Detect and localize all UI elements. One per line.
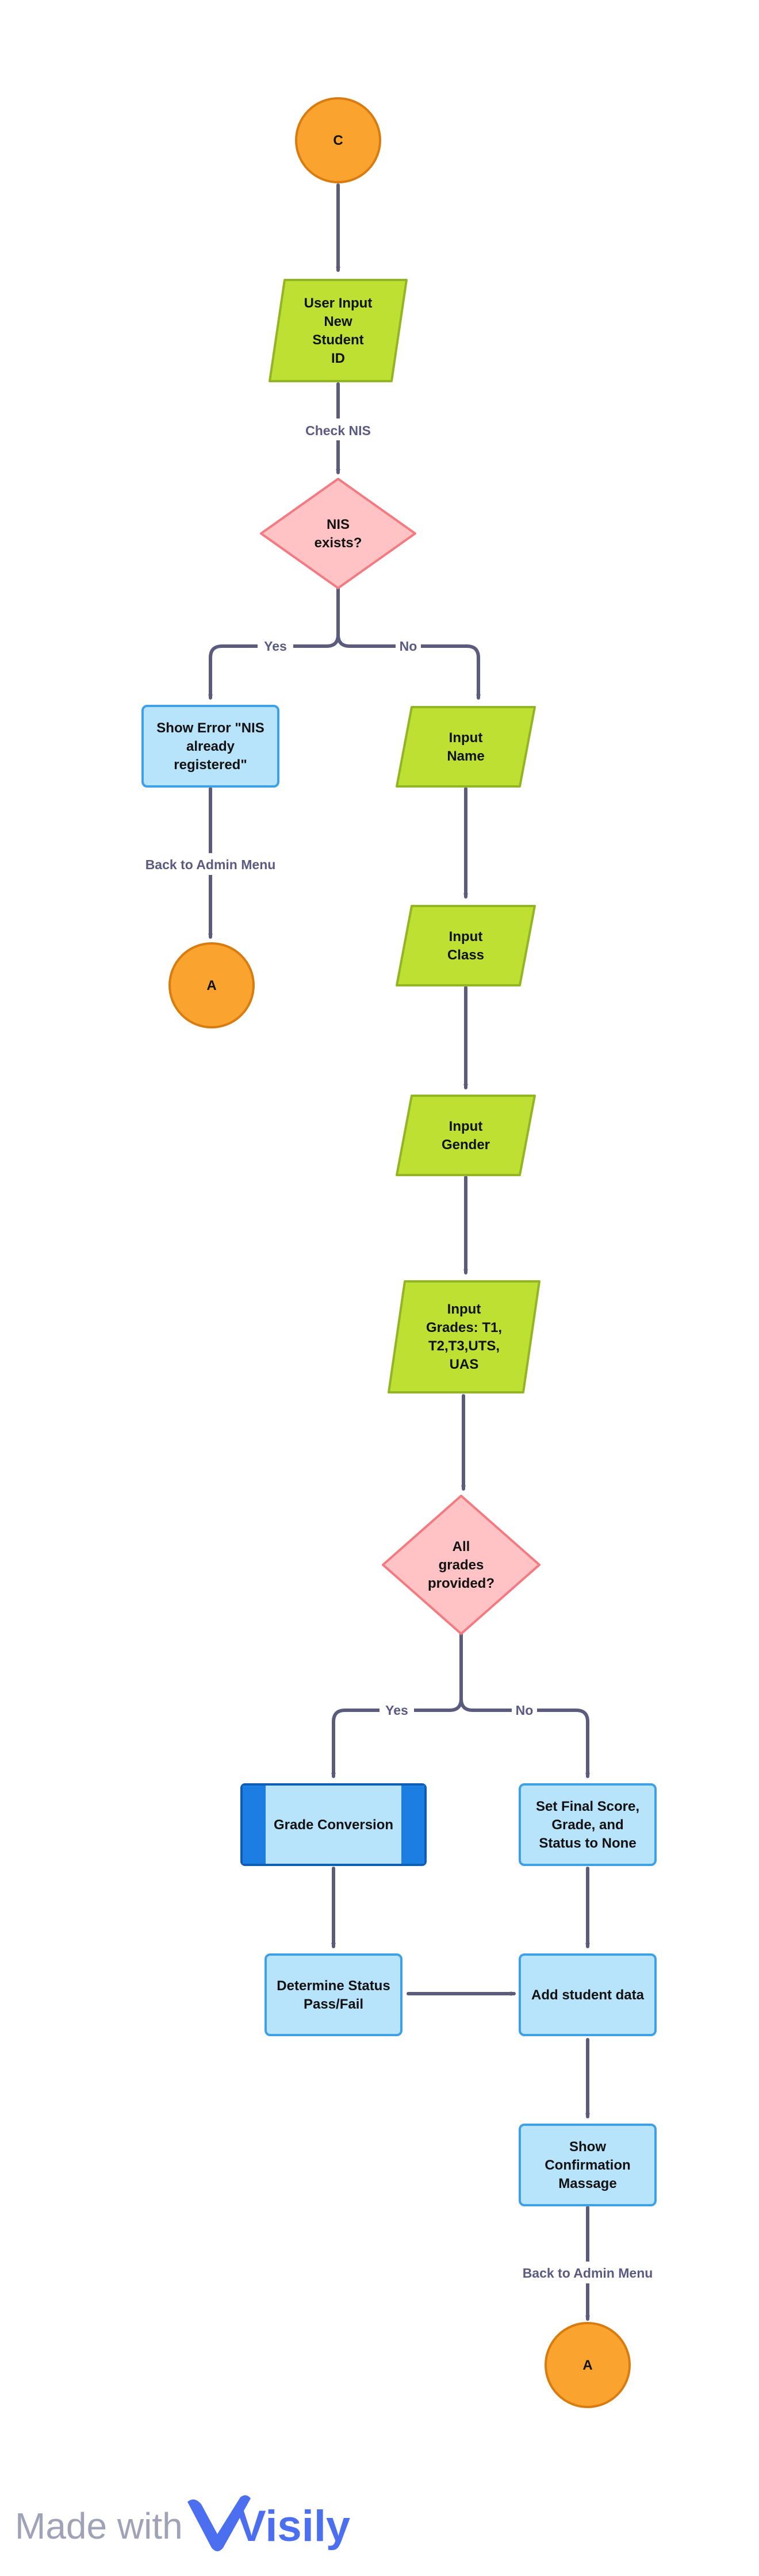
node-text-line: Massage: [558, 2176, 616, 2191]
node-text-line: Name: [447, 748, 484, 764]
process-show-error: Show Error "NIS already registered": [141, 705, 279, 788]
branding-prefix: Made with: [15, 2505, 183, 2547]
edge-label-nis-yes: Yes: [264, 639, 287, 654]
node-text-line: exists?: [315, 535, 362, 551]
decision-all-grades-provided: All grades provided?: [382, 1495, 540, 1635]
node-text-line: already: [186, 739, 235, 754]
node-text-line: A: [206, 978, 216, 993]
node-text-line: Confirmation: [545, 2157, 630, 2173]
branding-footer: Made with Visily: [15, 2495, 350, 2551]
node-text-line: NIS: [327, 517, 350, 532]
node-text-line: Input: [449, 730, 483, 746]
node-text-line: Grade Conversion: [274, 1817, 393, 1833]
node-text-line: All: [453, 1539, 470, 1554]
node-text-line: grades: [439, 1557, 484, 1573]
node-text-line: User Input: [304, 295, 373, 311]
terminal-connector-a-bottom-label: A: [582, 2358, 592, 2373]
node-text-line: Set Final Score,: [536, 1799, 639, 1814]
node-text-line: Grades: T1,: [426, 1320, 502, 1335]
terminal-connector-a-bottom: A: [545, 2322, 631, 2408]
process-add-student-data: Add student data: [519, 1953, 657, 2036]
edge-label-grades-no: No: [516, 1703, 534, 1718]
node-text-line: Input: [447, 1302, 481, 1317]
decision-all-grades-provided-label: All grades provided?: [428, 1539, 494, 1591]
edge-label-grades-yes: Yes: [385, 1703, 408, 1718]
decision-nis-exists-label: NIS exists?: [315, 517, 362, 551]
edge-label-nis-no: No: [400, 639, 417, 654]
node-text-line: Add student data: [531, 1987, 645, 2003]
edge-nis-no-to-input-name: [336, 633, 478, 700]
branding-name: Visily: [237, 2502, 350, 2551]
node-text-line: T2,T3,UTS,: [428, 1338, 500, 1354]
node-text-line: Show Error "NIS: [156, 720, 264, 736]
subprocess-grade-conversion: Grade Conversion: [240, 1783, 427, 1866]
terminal-start-c: C: [295, 97, 381, 183]
node-text-line: Grade, and: [551, 1817, 623, 1833]
node-text-line: C: [333, 133, 343, 148]
process-add-student-data-label: Add student data: [531, 1987, 645, 2003]
node-text-line: UAS: [450, 1357, 479, 1372]
node-text-line: Input: [449, 929, 483, 945]
node-text-line: registered": [174, 757, 247, 773]
node-text-line: A: [582, 2358, 592, 2373]
visily-logo-icon: [187, 2495, 251, 2551]
node-text-line: Determine Status: [277, 1978, 390, 1994]
node-text-line: Show: [569, 2139, 606, 2155]
node-text-line: ID: [331, 351, 345, 366]
node-text-line: Student: [312, 332, 363, 348]
subprocess-grade-conversion-label: Grade Conversion: [274, 1817, 393, 1833]
edge-grades-no-to-set-final-score: [459, 1697, 588, 1778]
edge-label-check-nis: Check NIS: [305, 423, 371, 438]
terminal-start-c-label: C: [333, 133, 343, 148]
node-text-line: provided?: [428, 1576, 494, 1591]
node-text-line: New: [324, 314, 352, 329]
edge-label-back-to-admin-left: Back to Admin Menu: [145, 857, 276, 872]
node-text-line: Gender: [442, 1137, 490, 1153]
node-text-line: Pass/Fail: [304, 1997, 363, 2012]
node-text-line: Input: [449, 1119, 483, 1134]
terminal-connector-a-left-label: A: [206, 978, 216, 993]
node-text-line: Class: [447, 947, 484, 963]
edge-label-back-to-admin-bottom: Back to Admin Menu: [523, 2266, 653, 2281]
process-show-error-label: Show Error "NIS already registered": [156, 720, 264, 773]
decision-nis-exists: NIS exists?: [260, 478, 416, 589]
node-text-line: Status to None: [539, 1836, 636, 1851]
terminal-connector-a-left: A: [168, 942, 255, 1028]
